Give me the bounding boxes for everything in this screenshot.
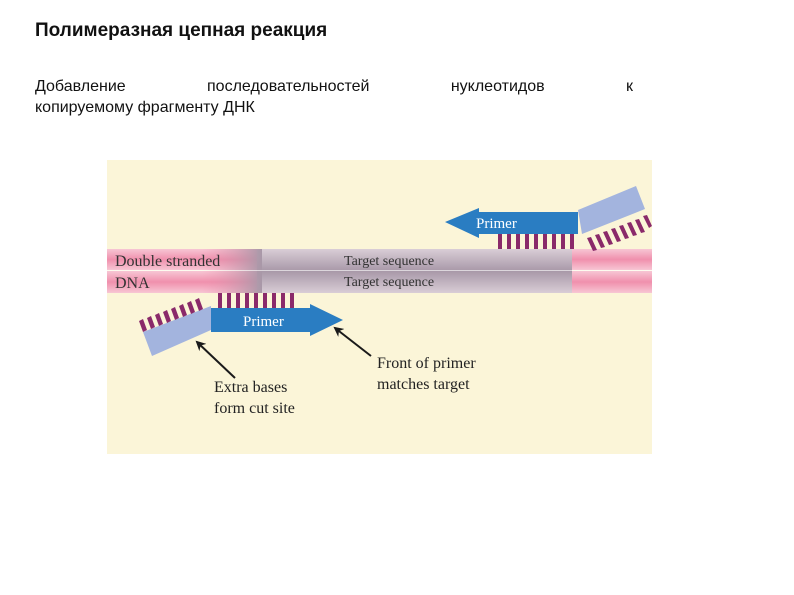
arrow-extra-bases (195, 340, 236, 379)
body-word: к (625, 78, 633, 95)
arrow-front-primer (333, 326, 372, 357)
pcr-diagram: Double stranded DNA Target sequence Targ… (107, 186, 652, 417)
dna-double-strand (107, 249, 652, 293)
primer-top-base-ticks (498, 234, 574, 249)
slide-title: Полимеразная цепная реакция (35, 20, 328, 41)
primer-bottom-tail-ticks (139, 298, 203, 332)
body-word: нуклеотидов (450, 78, 545, 95)
primer-bottom-tail (143, 306, 211, 356)
label-target-sequence-top: Target sequence (344, 254, 434, 269)
primer-bottom-arrow (211, 304, 343, 336)
annotation-extra-bases-line2: form cut site (214, 400, 295, 417)
body-word: Добавление (35, 78, 126, 95)
label-target-sequence-bottom: Target sequence (344, 275, 434, 290)
primer-bottom: Primer (139, 293, 343, 356)
label-double-stranded: Double stranded (115, 253, 220, 270)
primer-top-tail (578, 186, 645, 234)
primer-top-label: Primer (476, 216, 517, 232)
primer-top-tail-ticks (587, 215, 652, 251)
primer-top-arrow (445, 208, 578, 238)
primer-bottom-label: Primer (243, 314, 284, 330)
primer-bottom-base-ticks (218, 293, 294, 308)
slide-body-text: Добавление последовательностей нуклеотид… (35, 76, 633, 118)
annotation-extra-bases-line1: Extra bases (214, 379, 287, 396)
primer-top: Primer (445, 186, 652, 251)
body-line-1: Добавление последовательностей нуклеотид… (35, 76, 633, 97)
annotation-front-primer-line1: Front of primer (377, 355, 476, 372)
annotation-front-primer-line2: matches target (377, 376, 470, 393)
body-word: последовательностей (207, 78, 370, 95)
body-line-2: копируемому фрагменту ДНК (35, 99, 255, 116)
pcr-diagram-panel: Double stranded DNA Target sequence Targ… (107, 160, 652, 454)
label-dna: DNA (115, 275, 150, 292)
